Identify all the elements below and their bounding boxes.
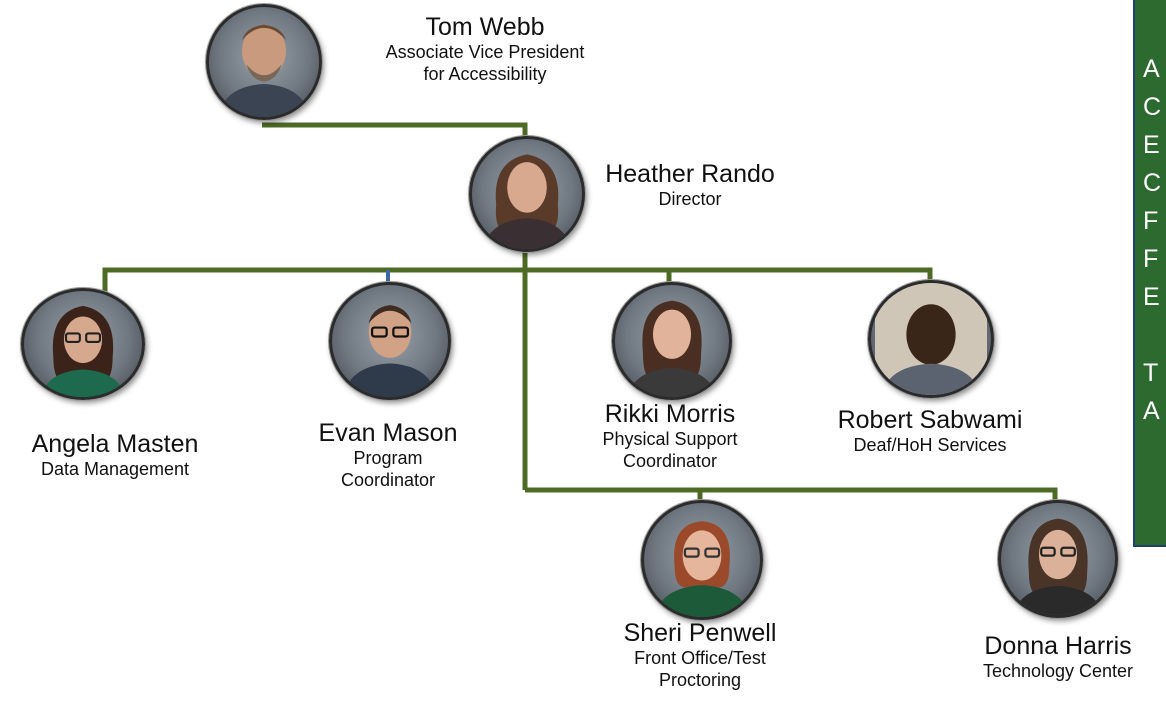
side-panel-letter (1143, 316, 1161, 354)
label-robert-sabwami: Robert Sabwami Deaf/HoH Services (815, 407, 1045, 456)
avatar-angela-masten (21, 288, 145, 400)
person-name: Robert Sabwami (837, 406, 1023, 434)
label-evan-mason: Evan Mason Program Coordinator (298, 420, 478, 491)
label-rikki-morris: Rikki Morris Physical Support Coordinato… (565, 401, 775, 472)
side-panel-letter: T (1143, 359, 1159, 387)
person-name: Tom Webb (425, 13, 545, 41)
avatar-rikki-morris (612, 282, 732, 400)
person-name: Sheri Penwell (623, 619, 777, 647)
label-sheri-penwell: Sheri Penwell Front Office/Test Proctori… (600, 620, 800, 691)
person-role: for Accessibility (423, 64, 547, 84)
person-name: Rikki Morris (604, 400, 736, 428)
avatar-heather-rando (469, 136, 585, 252)
person-silhouette-icon (1013, 518, 1103, 615)
side-panel-letter: C (1143, 93, 1162, 121)
person-silhouette-icon (40, 305, 126, 397)
person-role: Front Office/Test (634, 648, 766, 668)
person-role: Associate Vice President (385, 42, 585, 62)
label-tom-webb: Tom Webb Associate Vice President for Ac… (335, 14, 635, 85)
person-silhouette-icon (654, 521, 750, 617)
person-silhouette-icon (875, 283, 987, 395)
avatar-donna-harris (998, 500, 1118, 618)
person-name: Donna Harris (984, 632, 1132, 660)
person-name: Evan Mason (318, 419, 458, 447)
person-silhouette-icon (342, 305, 438, 397)
person-role: Data Management (40, 459, 190, 479)
side-panel-letter: C (1143, 169, 1162, 197)
person-role: Director (658, 189, 722, 209)
person-role: Coordinator (622, 451, 718, 471)
avatar-tom-webb (206, 4, 322, 120)
person-role: Program (353, 448, 423, 468)
connector-branch-row2 (525, 487, 1058, 502)
person-name: Heather Rando (605, 160, 775, 188)
person-silhouette-icon (627, 300, 717, 397)
person-silhouette-icon (217, 24, 311, 117)
side-panel-letter: A (1143, 55, 1160, 83)
label-donna-harris: Donna Harris Technology Center (950, 633, 1166, 682)
side-text-panel: A C E C F F E T A (1133, 0, 1166, 547)
person-role: Technology Center (982, 661, 1134, 681)
avatar-sheri-penwell (641, 500, 763, 620)
person-role: Proctoring (658, 670, 742, 690)
person-silhouette-icon (483, 154, 571, 249)
label-heather-rando: Heather Rando Director (585, 161, 795, 210)
side-panel-letter: F (1143, 207, 1159, 235)
avatar-evan-mason (329, 282, 451, 400)
connector-tom-heather (262, 122, 528, 140)
person-role: Coordinator (340, 470, 436, 490)
side-panel-letter: E (1143, 131, 1160, 159)
side-panel-letter: E (1143, 283, 1160, 311)
label-angela-masten: Angela Masten Data Management (0, 431, 230, 480)
connector-branch-row1 (102, 267, 933, 298)
side-panel-letter: A (1143, 397, 1160, 425)
side-panel-letters: A C E C F F E T A (1143, 50, 1161, 430)
person-role: Physical Support (602, 429, 738, 449)
person-role: Deaf/HoH Services (853, 435, 1007, 455)
side-panel-letter: F (1143, 245, 1159, 273)
person-name: Angela Masten (31, 430, 199, 458)
avatar-robert-sabwami (868, 280, 994, 398)
